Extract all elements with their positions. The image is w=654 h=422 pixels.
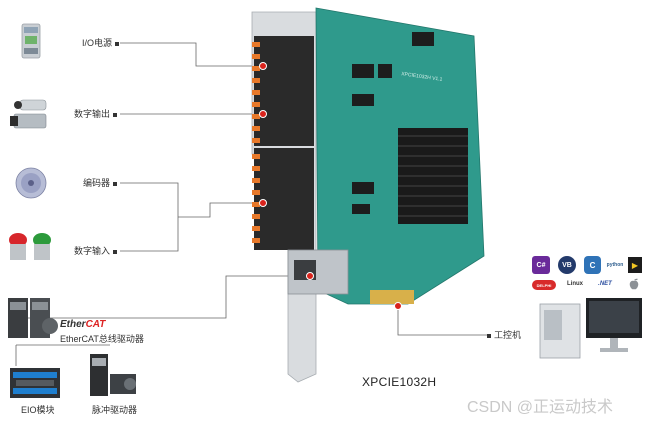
industrial-pc-label: 工控机 [487,330,521,341]
delphi-label: DELPHI [536,282,552,288]
power-supply-icon [21,23,41,59]
card-model-title: XPCIE1032H [362,375,437,389]
cpp-label: C [589,260,596,270]
python-icon: python [606,256,624,274]
vb-icon: VB [558,256,576,274]
ethercat-drives-icon [8,298,58,338]
encoder-label: 编码器 [83,178,118,189]
vb-label: VB [562,261,572,269]
eio-module-icon [10,368,60,398]
watermark: CSDN @正运动技术 [467,399,614,416]
solenoid-valve-icon [10,99,47,129]
digital-output-label: 数字输出 [74,109,118,120]
push-buttons-icon [9,233,51,260]
csharp-icon: C# [532,256,550,274]
dotnet-label: .NET [598,281,612,287]
encoder-icon [15,167,47,199]
digital-input-label: 数字输入 [74,246,118,257]
labview-icon: ▶ [628,257,642,273]
labview-label: ▶ [631,260,639,270]
ethercat-drive-label: EtherCAT总线驱动器 [60,334,144,344]
eio-module-label: EIO模块 [21,405,55,415]
ethercat-logo: EtherCAT [60,319,106,330]
linux-label: Linux [567,281,583,287]
linux-icon: Linux [564,278,586,290]
csharp-label: C# [536,261,546,269]
python-label: python [606,262,624,268]
pulse-drive-label: 脉冲驱动器 [92,405,138,415]
pulse-drive-icon [90,354,136,396]
delphi-icon: DELPHI [532,280,556,290]
dotnet-icon: .NET [594,278,616,290]
cpp-icon: C [584,256,601,274]
pcie-card-illustration [251,7,485,383]
apple-icon [629,278,639,290]
industrial-pc-icon [539,298,642,359]
io-power-label: I/O电源 [82,38,120,49]
